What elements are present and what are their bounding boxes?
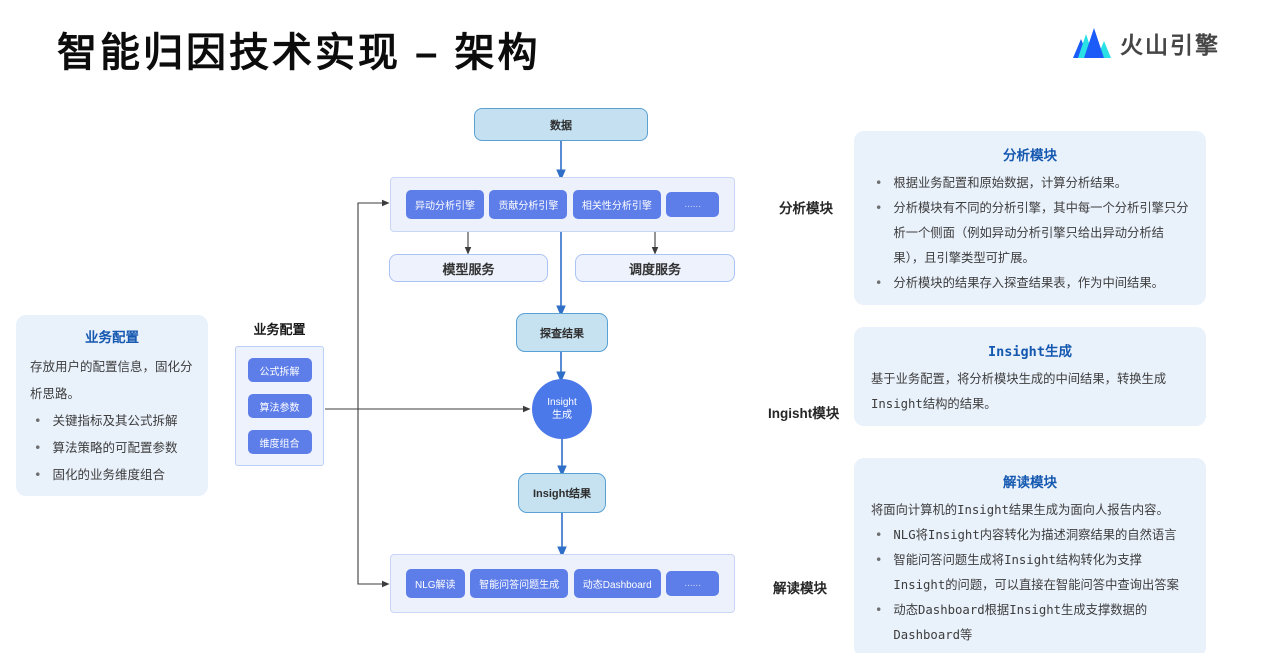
node-insight-generation: Insight 生成 [532,379,592,439]
engine-correlation-analysis: 相关性分析引擎 [572,190,661,219]
label-analysis-module: 分析模块 [779,201,833,216]
label-business-config: 业务配置 [253,322,306,337]
panel-analysis-module: 分析模块 根据业务配置和原始数据，计算分析结果。 分析模块有不同的分析引擎，其中… [854,131,1206,305]
engine-more-ellipsis: ...... [666,192,719,217]
item-nlg-interpretation: NLG解读 [406,569,465,598]
analysis-module-container: 异动分析引擎 贡献分析引擎 相关性分析引擎 ...... [390,177,735,232]
engine-contribution-analysis: 贡献分析引擎 [489,190,568,219]
insight-circle-line1: Insight [547,396,577,408]
item-qa-question-generation: 智能问答问题生成 [470,569,569,598]
bullet: 固化的业务维度组合 [30,461,194,488]
label-insight-module: Ingisht模块 [768,406,840,421]
panel-analysis-title: 分析模块 [1003,148,1057,164]
panel-interpret-body: 将面向计算机的Insight结果生成为面向人报告内容。 [871,503,1169,517]
item-more-ellipsis: ...... [666,571,719,596]
panel-business-config-title: 业务配置 [85,330,139,346]
insight-circle-line2: 生成 [552,410,572,421]
engine-anomaly-analysis: 异动分析引擎 [406,190,484,219]
node-schedule-service: 调度服务 [575,254,735,282]
panel-insight-body: 基于业务配置，将分析模块生成的中间结果，转换生成Insight结构的结果。 [871,372,1167,411]
panel-business-config-body: 存放用户的配置信息，固化分析思路。 [30,359,193,401]
bullet: 关键指标及其公式拆解 [30,407,194,434]
panel-insight-generation: Insight生成 基于业务配置，将分析模块生成的中间结果，转换生成Insigh… [854,327,1206,426]
bullet: 根据业务配置和原始数据，计算分析结果。 [871,171,1189,196]
label-interpret-module: 解读模块 [773,581,827,596]
page-title: 智能归因技术实现 – 架构 [57,31,541,75]
bullet: 分析模块有不同的分析引擎，其中每一个分析引擎只分析一个侧面（例如异动分析引擎只给… [871,196,1189,271]
bullet: 算法策略的可配置参数 [30,434,194,461]
bullet: 分析模块的结果存入探查结果表，作为中间结果。 [871,271,1189,296]
node-insight-result: Insight结果 [518,473,606,513]
item-dynamic-dashboard: 动态Dashboard [573,569,661,598]
logo-text: 火山引擎 [1120,32,1220,58]
panel-analysis-bullets: 根据业务配置和原始数据，计算分析结果。 分析模块有不同的分析引擎，其中每一个分析… [871,171,1189,296]
config-algorithm-params: 算法参数 [247,394,312,418]
node-probe-result: 探查结果 [516,313,608,352]
panel-interpret-bullets: NLG将Insight内容转化为描述洞察结果的自然语言 智能问答问题生成将Ins… [871,523,1189,648]
node-model-service: 模型服务 [389,254,548,282]
panel-interpret-title: 解读模块 [1003,475,1057,491]
bullet: NLG将Insight内容转化为描述洞察结果的自然语言 [871,523,1189,548]
panel-insight-title: Insight生成 [988,344,1072,360]
volcano-mountains-icon [1073,27,1111,58]
panel-business-config: 业务配置 存放用户的配置信息，固化分析思路。 关键指标及其公式拆解 算法策略的可… [16,315,208,496]
bullet: 动态Dashboard根据Insight生成支撑数据的Dashboard等 [871,598,1189,648]
interpret-module-container: NLG解读 智能问答问题生成 动态Dashboard ...... [390,554,735,613]
panel-interpret-module: 解读模块 将面向计算机的Insight结果生成为面向人报告内容。 NLG将Ins… [854,458,1206,653]
business-config-box: 公式拆解 算法参数 维度组合 [235,346,324,466]
bullet: 智能问答问题生成将Insight结构转化为支撑Insight的问题，可以直接在智… [871,548,1189,598]
volcengine-logo: 火山引擎 [1071,26,1220,60]
node-data: 数据 [474,108,648,141]
config-formula-decomposition: 公式拆解 [247,358,312,382]
panel-business-config-bullets: 关键指标及其公式拆解 算法策略的可配置参数 固化的业务维度组合 [30,407,194,488]
config-dimension-combination: 维度组合 [247,430,312,454]
